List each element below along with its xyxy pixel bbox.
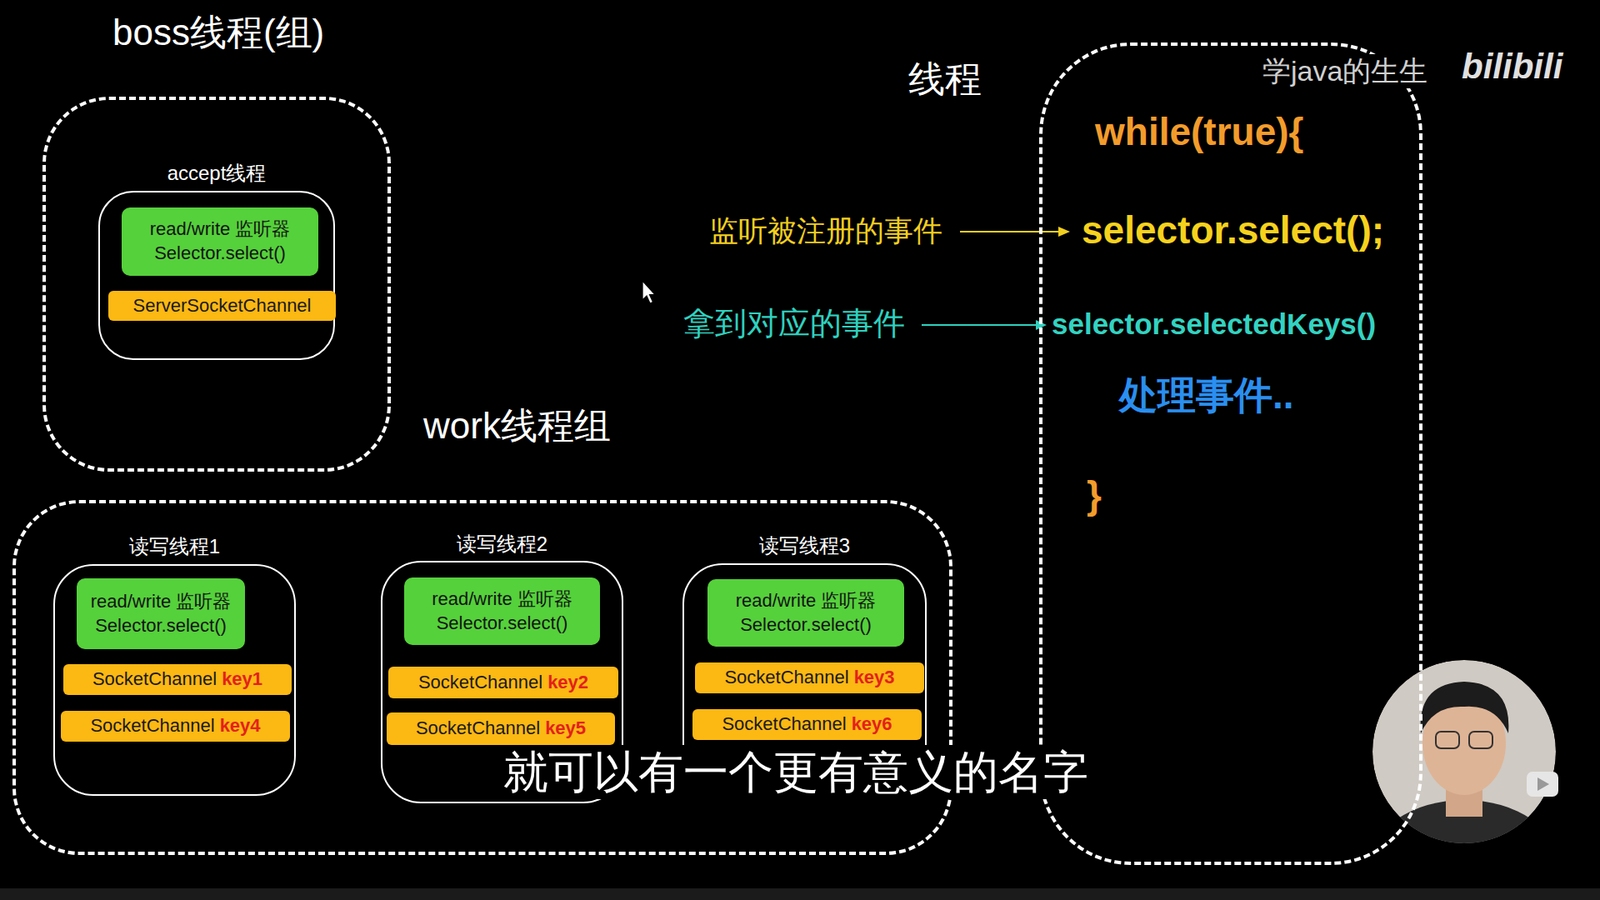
channel-name: SocketChannel xyxy=(724,666,849,689)
code-line: selector.selectedKeys() xyxy=(1051,306,1376,342)
player-icon xyxy=(1526,771,1559,797)
selector-text: read/write 监听器 Selector.select() xyxy=(717,589,895,637)
channel-name: SocketChannel xyxy=(90,715,215,737)
channel-name: SocketChannel xyxy=(418,671,543,694)
leader-arrow xyxy=(960,230,1060,233)
code-line: selector.select(); xyxy=(1081,207,1385,254)
channel-box: SocketChannelkey6 xyxy=(692,709,922,740)
selector-box: read/write 监听器 Selector.select() xyxy=(404,577,600,645)
thread-box: accept线程read/write 监听器 Selector.select()… xyxy=(98,190,335,360)
channel-box: SocketChannelkey3 xyxy=(695,662,925,694)
thread-label: 读写线程2 xyxy=(380,532,624,557)
channel-name: SocketChannel xyxy=(415,717,540,740)
mouse-cursor xyxy=(642,280,655,304)
group-heading: boss线程(组) xyxy=(112,10,325,55)
selector-box: read/write 监听器 Selector.select() xyxy=(707,579,905,647)
code-line: } xyxy=(1086,472,1102,519)
channel-name: SocketChannel xyxy=(721,713,846,735)
player-icon-mark xyxy=(1537,777,1550,791)
selector-box: read/write 监听器 Selector.select() xyxy=(121,207,319,276)
presenter-avatar xyxy=(1368,660,1560,900)
channel-box: SocketChannelkey1 xyxy=(63,664,292,695)
channel-box: ServerSocketChannel xyxy=(108,290,336,321)
frame-strip xyxy=(0,888,1600,900)
selector-box: read/write 监听器 Selector.select() xyxy=(76,578,245,650)
channel-box: SocketChannelkey4 xyxy=(60,710,290,742)
key-name: key1 xyxy=(221,668,263,690)
group-heading: 线程 xyxy=(908,57,982,102)
selector-text: read/write 监听器 Selector.select() xyxy=(86,590,235,638)
avatar-hair xyxy=(1420,681,1510,734)
watermark: bilibili xyxy=(1459,45,1565,88)
avatar-ground xyxy=(1372,660,1556,844)
watermark: 学java的生生 xyxy=(1260,54,1430,89)
key-name: key6 xyxy=(851,713,893,735)
group-heading: work线程组 xyxy=(423,404,611,449)
avatar-glasses xyxy=(1435,731,1460,749)
leader-arrow xyxy=(921,324,1038,326)
code-line: while(true){ xyxy=(1095,109,1304,155)
key-name: key2 xyxy=(547,671,589,694)
thread-label: accept线程 xyxy=(98,161,335,186)
key-name: key3 xyxy=(854,666,895,689)
channel-name: ServerSocketChannel xyxy=(132,295,311,317)
key-name: key5 xyxy=(545,717,586,740)
thread-box: 读写线程3read/write 监听器 Selector.select()Soc… xyxy=(682,563,927,796)
thread-box: 读写线程1read/write 监听器 Selector.select()Soc… xyxy=(53,564,296,796)
channel-name: SocketChannel xyxy=(92,668,217,690)
arrow-head xyxy=(1058,226,1070,237)
thread-group-box: work线程组读写线程1read/write 监听器 Selector.sele… xyxy=(12,500,953,855)
code-panel: 线程while(true){selector.select();selector… xyxy=(1039,42,1423,865)
selector-text: read/write 监听器 Selector.select() xyxy=(131,217,309,265)
code-line: 处理事件.. xyxy=(1119,372,1295,419)
channel-box: SocketChannelkey2 xyxy=(388,666,619,699)
thread-box: 读写线程2read/write 监听器 Selector.select()Soc… xyxy=(380,560,624,804)
avatar-glasses xyxy=(1469,731,1493,749)
channel-box: SocketChannelkey5 xyxy=(386,712,615,745)
key-name: key4 xyxy=(220,715,261,737)
callout-text: 监听被注册的事件 xyxy=(709,213,943,249)
selector-text: read/write 监听器 Selector.select() xyxy=(414,587,590,635)
thread-group-box: boss线程(组)accept线程read/write 监听器 Selector… xyxy=(42,96,391,472)
thread-label: 读写线程1 xyxy=(53,535,296,560)
callout-text: 拿到对应的事件 xyxy=(683,305,905,344)
thread-label: 读写线程3 xyxy=(682,534,927,559)
